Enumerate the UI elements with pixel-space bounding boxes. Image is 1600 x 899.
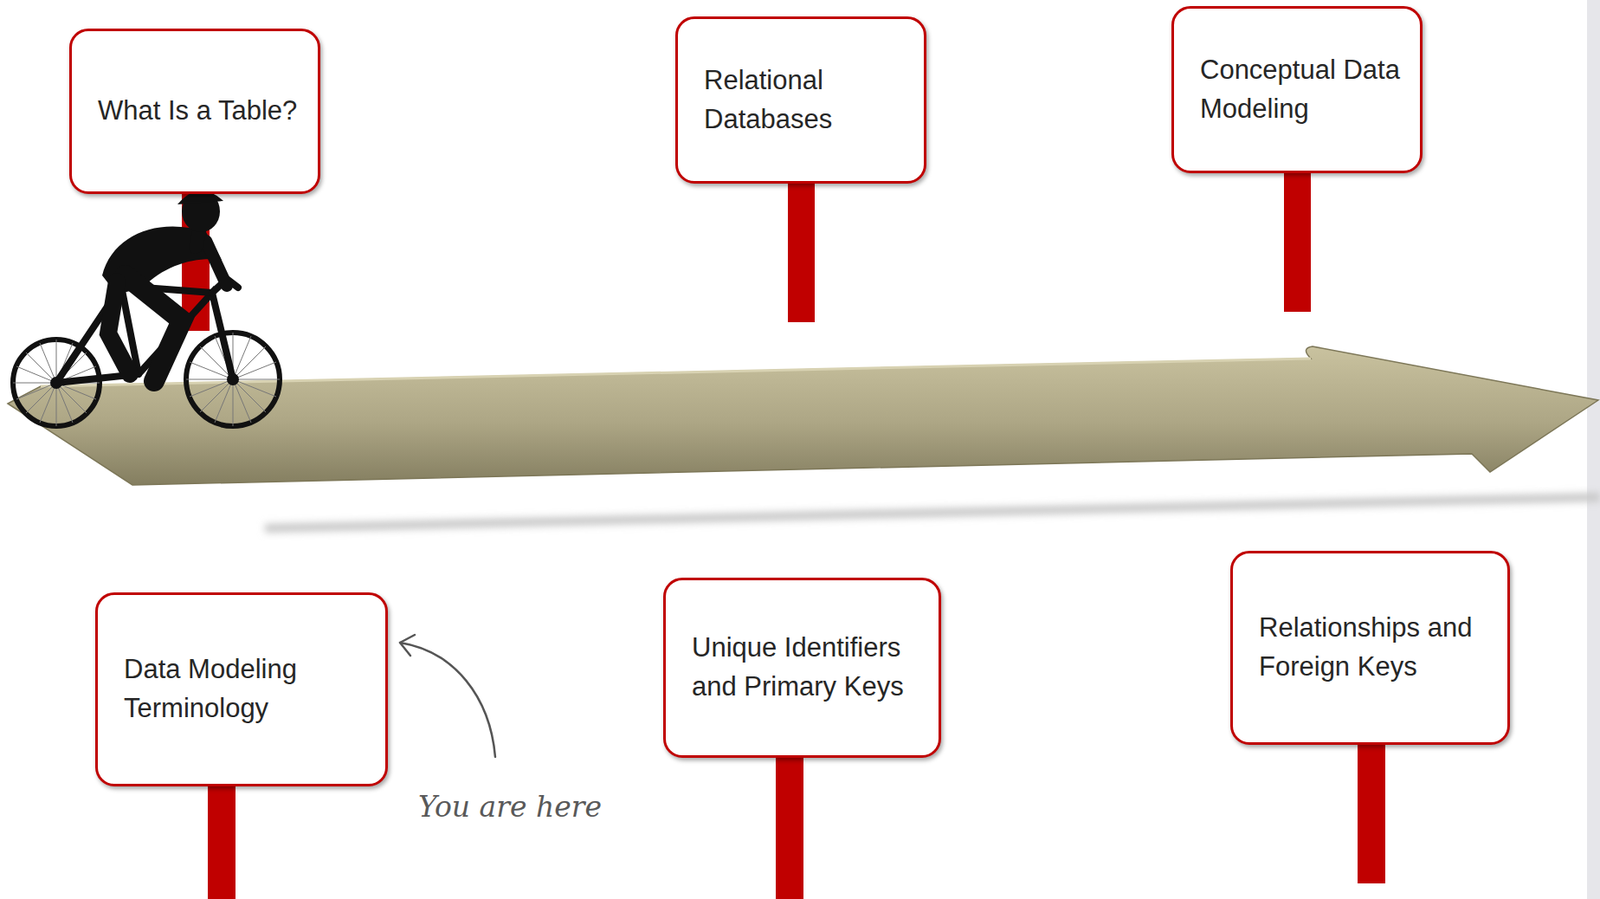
signpost-box: Unique Identifiers and Primary Keys (663, 577, 942, 758)
road-arrow (7, 346, 1599, 485)
signpost-box: Relational Databases (675, 16, 927, 184)
sign-content: Unique Identifiers and Primary Keys (691, 628, 925, 707)
topic-label: Relationships and Foreign Keys (1258, 608, 1494, 687)
topic-label: What Is a Table? (97, 91, 297, 131)
sign-content: Data Modeling Terminology (123, 650, 372, 729)
sign-post (787, 181, 815, 323)
signpost-box: What Is a Table? (69, 28, 321, 194)
sign-posts (181, 171, 1386, 899)
road-shadow (264, 496, 1600, 529)
sign-post (1357, 742, 1386, 884)
sign-content: Relationships and Foreign Keys (1258, 608, 1494, 687)
topic-label: Relational Databases (703, 61, 910, 140)
signpost-box: Conceptual Data Modeling (1171, 6, 1423, 174)
cyclist-silhouette (12, 190, 280, 426)
pointer-arrow (400, 634, 496, 757)
you-are-here-note: You are here (418, 789, 602, 824)
signpost-box: Data Modeling Terminology (95, 592, 388, 787)
side-strip (1587, 0, 1600, 899)
sign-content: Relational Databases (703, 61, 910, 140)
topic-label: Conceptual Data Modeling (1200, 51, 1407, 130)
topic-label: Unique Identifiers and Primary Keys (691, 628, 925, 707)
sign-post (207, 784, 236, 899)
sign-content: What Is a Table? (97, 91, 297, 131)
topic-label: Data Modeling Terminology (123, 650, 372, 729)
sign-content: Conceptual Data Modeling (1200, 51, 1407, 130)
sign-post (1283, 171, 1311, 312)
signpost-box: Relationships and Foreign Keys (1230, 550, 1510, 745)
sign-post (775, 755, 804, 899)
